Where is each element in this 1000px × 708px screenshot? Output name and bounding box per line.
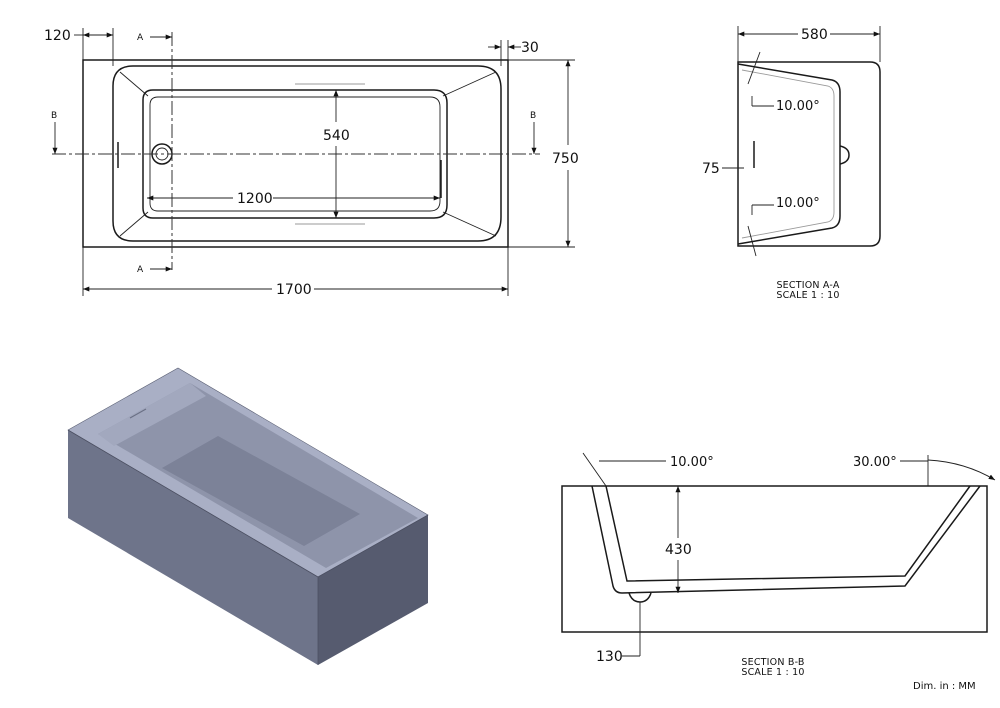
top-view-corner-line [442,211,497,237]
section-b-caption-scale: SCALE 1 : 10 [741,667,804,678]
angle-left: 10.00° [670,455,714,470]
dim-overall-width: 750 [552,151,579,167]
dim-inner-width: 540 [323,128,350,144]
dim-overflow: 75 [702,161,720,177]
section-b-basin [591,485,981,594]
angle-top: 10.00° [776,99,820,114]
top-view-corner-line [119,71,149,97]
tub-edge [317,514,429,578]
angle-bottom: 10.00° [776,196,820,211]
dim-rim-right: 30 [521,40,539,56]
top-view-basin-outer [112,65,502,242]
tub-overflow-slot [129,408,147,419]
dim-overall-length: 1700 [276,282,312,298]
isometric-view [67,367,429,665]
dim-section-a-width: 580 [801,27,828,43]
section-b-drain [628,592,652,603]
section-a-basin-inner [741,69,835,239]
top-view-corner-line [119,211,149,237]
section-a-label-bottom: A [137,265,144,275]
section-a-basin [737,63,841,245]
dim-inner-length: 1200 [237,191,273,207]
section-a-caption-scale: SCALE 1 : 10 [776,290,839,301]
section-b-label-right: B [530,111,536,121]
dim-drain: 130 [596,649,623,665]
top-view-basin-floor [149,96,441,212]
angle-extension [747,51,761,85]
section-a-caption-title: SECTION A-A [776,280,839,291]
section-b-view: 10.00° 30.00° 430 130 SECTION B-B SCALE … [561,452,996,678]
tub-basin-inner-wall [98,383,206,446]
dim-rim-left: 120 [44,28,71,44]
section-b-outline [561,485,988,633]
tub-basin-floor [162,436,360,546]
angle-extension [747,225,757,257]
dim-depth: 430 [665,542,692,558]
tub-edge [67,429,319,578]
section-a-outline [737,61,881,247]
angle-right: 30.00° [853,455,897,470]
tub-front-side [68,430,318,665]
section-a-view: 580 10.00° 10.00° 75 SECTION A-A SCALE 1… [702,26,881,301]
angle-extension [582,452,607,487]
units-note: Dim. in : MM [913,681,976,692]
section-b-basin-inner [605,485,971,582]
section-b-caption-title: SECTION B-B [741,657,804,668]
angle-arc [927,459,996,481]
section-a-overflow [839,145,850,165]
section-b-label-left: B [51,111,57,121]
top-view-basin-inner [142,89,448,219]
section-a-label-top: A [137,33,144,43]
top-view: A A B B 120 30 540 1200 750 1700 [44,28,579,298]
tub-right-side [318,515,428,665]
top-view-corner-line [442,71,497,97]
